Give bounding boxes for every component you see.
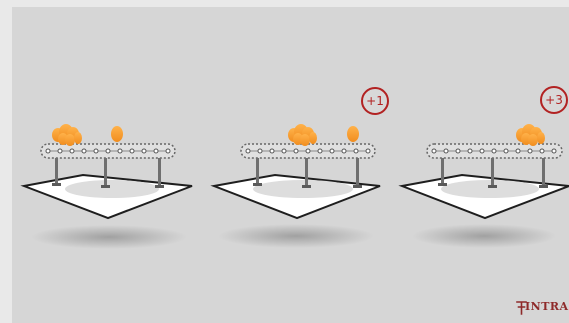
ground-shadow (218, 224, 374, 248)
platform-shadow (65, 180, 159, 198)
score-badge-second-text: +1 (366, 94, 384, 108)
conveyor-belt (427, 144, 562, 158)
single-egg (347, 126, 359, 142)
egg-cluster (288, 124, 317, 146)
platform-shadow (441, 180, 539, 198)
platform-shadow (253, 180, 353, 198)
egg-cluster (516, 124, 545, 146)
production-station-2 (214, 124, 380, 248)
score-badge-third: +3 (540, 86, 568, 114)
ground-shadow (31, 225, 187, 249)
production-station-3 (402, 124, 569, 248)
conveyor-belt (241, 144, 375, 158)
score-badge-third-text: +3 (545, 93, 563, 107)
egg-cluster (52, 124, 82, 146)
conveyor-belt (41, 144, 175, 158)
production-station-1 (24, 124, 192, 249)
score-badge-second: +1 (361, 87, 389, 115)
logo-text: INTRA (525, 300, 569, 313)
single-egg (111, 126, 123, 142)
brand-logo: INTRA (516, 299, 569, 317)
ground-shadow (412, 224, 556, 248)
